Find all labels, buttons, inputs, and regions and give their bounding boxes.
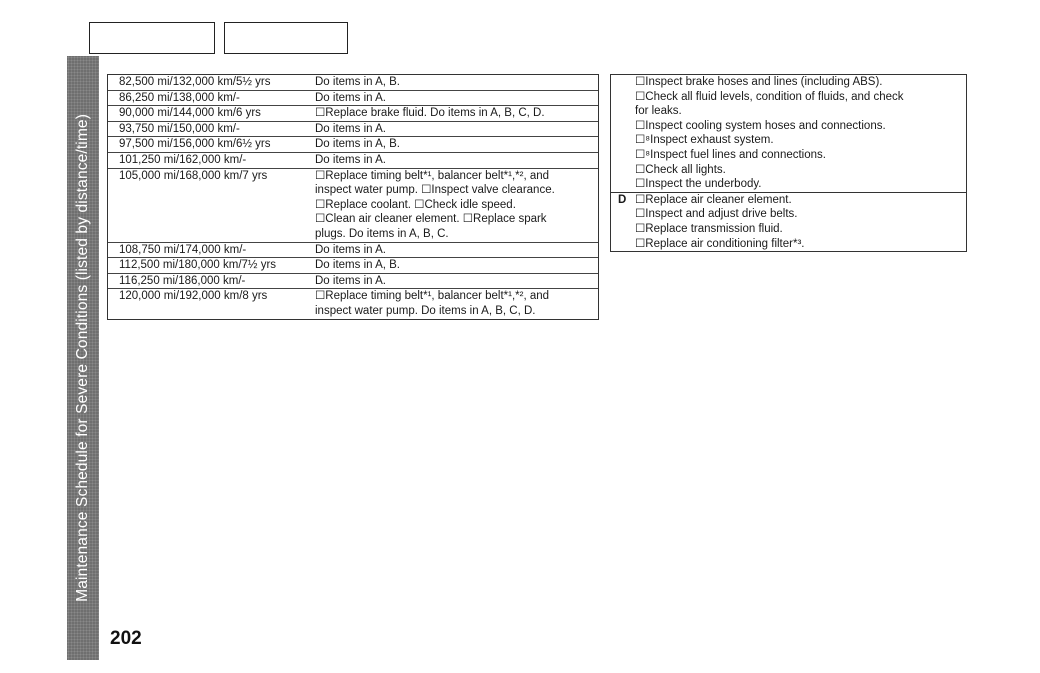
mileage-cell: 108,750 mi/174,000 km/- xyxy=(119,243,247,256)
group-label: D xyxy=(618,193,627,206)
section-side-bar xyxy=(67,56,99,660)
group-items: ☐Replace air cleaner element. ☐Inspect a… xyxy=(635,193,805,250)
table-row: 120,000 mi/192,000 km/8 yrs ☐Replace tim… xyxy=(108,289,598,318)
mileage-cell: 97,500 mi/156,000 km/6½ yrs xyxy=(119,138,271,151)
table-row: 90,000 mi/144,000 km/6 yrs ☐Replace brak… xyxy=(108,106,598,122)
mileage-cell: 86,250 mi/138,000 km/- xyxy=(119,91,240,104)
table-row: 82,500 mi/132,000 km/5½ yrs Do items in … xyxy=(108,75,598,91)
items-cell: ☐Replace brake fluid. Do items in A, B, … xyxy=(315,107,545,120)
table-row: 101,250 mi/162,000 km/- Do items in A. xyxy=(108,153,598,169)
mileage-cell: 105,000 mi/168,000 km/7 yrs xyxy=(119,169,268,182)
items-cell: Do items in A. xyxy=(315,274,386,287)
table-row: 97,500 mi/156,000 km/6½ yrs Do items in … xyxy=(108,137,598,153)
table-row: 108,750 mi/174,000 km/- Do items in A. xyxy=(108,243,598,259)
mileage-cell: 82,500 mi/132,000 km/5½ yrs xyxy=(119,76,271,88)
items-cell: Do items in A. xyxy=(315,122,386,135)
items-cell: Do items in A. xyxy=(315,153,386,166)
mileage-cell: 112,500 mi/180,000 km/7½ yrs xyxy=(119,259,277,272)
item-group-c: ☐Inspect brake hoses and lines (includin… xyxy=(611,75,966,192)
items-cell: Do items in A. xyxy=(315,91,386,104)
items-group-table: ☐Inspect brake hoses and lines (includin… xyxy=(610,74,967,253)
group-items: ☐Inspect brake hoses and lines (includin… xyxy=(635,76,904,191)
mileage-cell: 101,250 mi/162,000 km/- xyxy=(119,153,247,166)
section-side-title: Maintenance Schedule for Severe Conditio… xyxy=(74,114,91,602)
mileage-cell: 90,000 mi/144,000 km/6 yrs xyxy=(119,107,261,120)
nav-tab-box-1[interactable] xyxy=(89,22,215,54)
items-cell: ☐Replace timing belt*¹, balancer belt*¹,… xyxy=(315,290,550,317)
items-cell: Do items in A, B. xyxy=(315,138,401,151)
nav-tab-box-2[interactable] xyxy=(224,22,348,54)
items-cell: ☐Replace timing belt*¹, balancer belt*¹,… xyxy=(315,169,555,240)
mileage-cell: 120,000 mi/192,000 km/8 yrs xyxy=(119,290,268,303)
items-cell: Do items in A, B. xyxy=(315,76,401,88)
items-cell: Do items in A, B. xyxy=(315,259,401,272)
table-row: 105,000 mi/168,000 km/7 yrs ☐Replace tim… xyxy=(108,169,598,243)
section-side-title-wrap: Maintenance Schedule for Severe Conditio… xyxy=(67,56,99,660)
table-row: 93,750 mi/150,000 km/- Do items in A. xyxy=(108,122,598,138)
item-group-d: D ☐Replace air cleaner element. ☐Inspect… xyxy=(611,191,966,251)
mileage-cell: 93,750 mi/150,000 km/- xyxy=(119,122,240,135)
group-label xyxy=(611,75,635,192)
page-number: 202 xyxy=(110,628,142,649)
table-row: 116,250 mi/186,000 km/- Do items in A. xyxy=(108,274,598,290)
table-row: 86,250 mi/138,000 km/- Do items in A. xyxy=(108,91,598,107)
mileage-cell: 116,250 mi/186,000 km/- xyxy=(119,274,246,287)
schedule-table: 82,500 mi/132,000 km/5½ yrs Do items in … xyxy=(107,74,599,320)
items-cell: Do items in A. xyxy=(315,243,386,256)
table-row: 112,500 mi/180,000 km/7½ yrs Do items in… xyxy=(108,258,598,274)
